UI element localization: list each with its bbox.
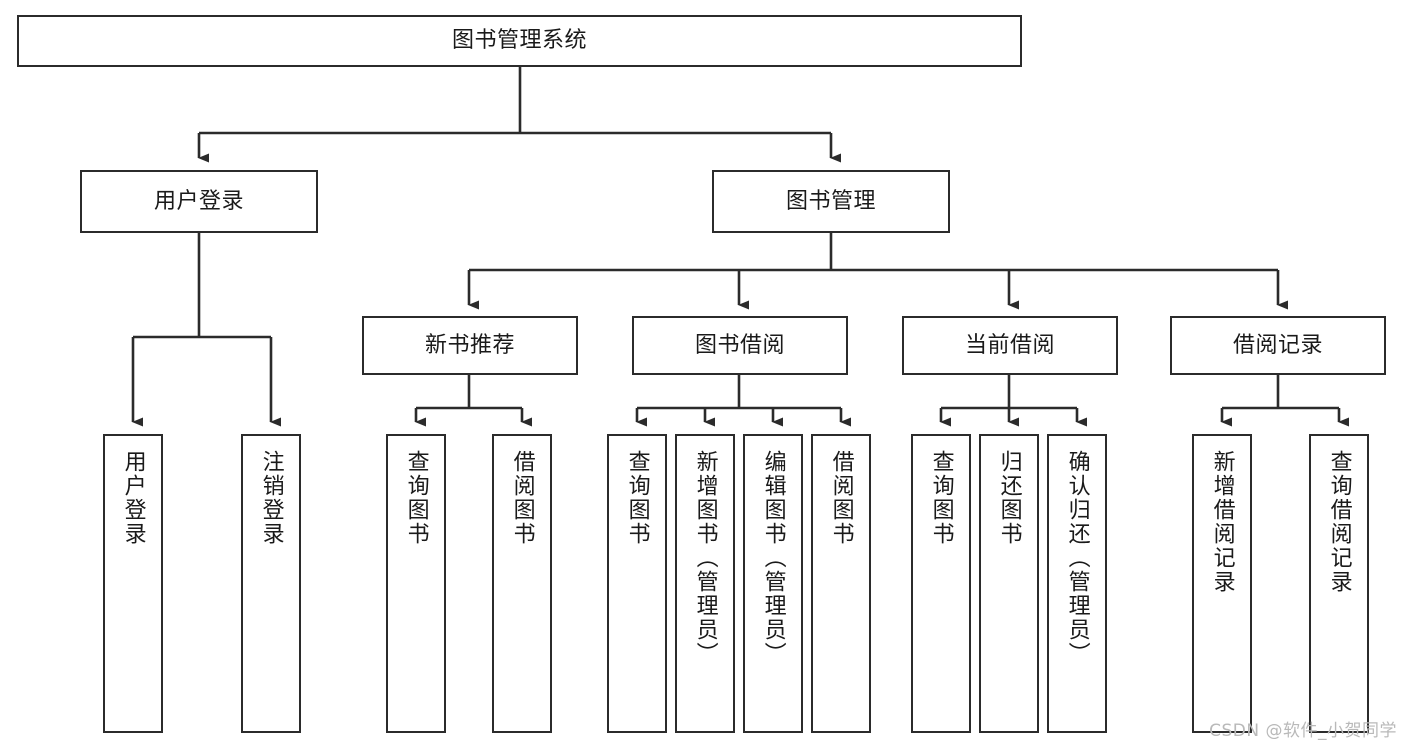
node-leaf-add-borrow-record[interactable]: 新增借阅记录 bbox=[1192, 434, 1252, 733]
node-leaf-borrow-book[interactable]: 借阅图书 bbox=[811, 434, 871, 733]
node-label: 图书管理 bbox=[785, 188, 876, 214]
node-book-borrow[interactable]: 图书借阅 bbox=[632, 316, 848, 375]
node-leaf-query-borrow-record[interactable]: 查询借阅记录 bbox=[1309, 434, 1369, 733]
node-label: 注销登录 bbox=[258, 450, 284, 546]
node-label: 用户登录 bbox=[120, 450, 146, 546]
node-new-book-recommend[interactable]: 新书推荐 bbox=[362, 316, 578, 375]
node-leaf-query-book-borrow[interactable]: 查询图书 bbox=[607, 434, 667, 733]
node-leaf-query-book-recommend[interactable]: 查询图书 bbox=[386, 434, 446, 733]
node-label: 归还图书 bbox=[996, 450, 1022, 546]
node-label: 确认归还（管理员） bbox=[1064, 450, 1090, 666]
node-label: 图书管理系统 bbox=[451, 28, 587, 54]
node-current-borrow[interactable]: 当前借阅 bbox=[902, 316, 1118, 375]
node-book-manage[interactable]: 图书管理 bbox=[712, 170, 950, 233]
node-user-login[interactable]: 用户登录 bbox=[80, 170, 318, 233]
node-leaf-query-book-current[interactable]: 查询图书 bbox=[911, 434, 971, 733]
node-label: 新增图书（管理员） bbox=[692, 450, 718, 666]
node-leaf-user-login[interactable]: 用户登录 bbox=[103, 434, 163, 733]
node-label: 当前借阅 bbox=[964, 332, 1055, 358]
node-leaf-return-book[interactable]: 归还图书 bbox=[979, 434, 1039, 733]
node-label: 借阅图书 bbox=[828, 450, 854, 546]
node-label: 借阅图书 bbox=[509, 450, 535, 546]
node-label: 查询借阅记录 bbox=[1326, 450, 1352, 594]
node-leaf-borrow-book-recommend[interactable]: 借阅图书 bbox=[492, 434, 552, 733]
node-leaf-add-book[interactable]: 新增图书（管理员） bbox=[675, 434, 735, 733]
node-label: 查询图书 bbox=[624, 450, 650, 546]
node-label: 用户登录 bbox=[153, 188, 244, 214]
node-leaf-confirm-return[interactable]: 确认归还（管理员） bbox=[1047, 434, 1107, 733]
node-leaf-edit-book[interactable]: 编辑图书（管理员） bbox=[743, 434, 803, 733]
node-label: 查询图书 bbox=[928, 450, 954, 546]
node-label: 查询图书 bbox=[403, 450, 429, 546]
node-label: 借阅记录 bbox=[1232, 332, 1323, 358]
node-label: 编辑图书（管理员） bbox=[760, 450, 786, 666]
node-label: 新书推荐 bbox=[424, 332, 515, 358]
node-root-book-management-system[interactable]: 图书管理系统 bbox=[17, 15, 1022, 67]
node-label: 图书借阅 bbox=[694, 332, 785, 358]
node-label: 新增借阅记录 bbox=[1209, 450, 1235, 594]
node-borrow-record[interactable]: 借阅记录 bbox=[1170, 316, 1386, 375]
node-leaf-logout-login[interactable]: 注销登录 bbox=[241, 434, 301, 733]
